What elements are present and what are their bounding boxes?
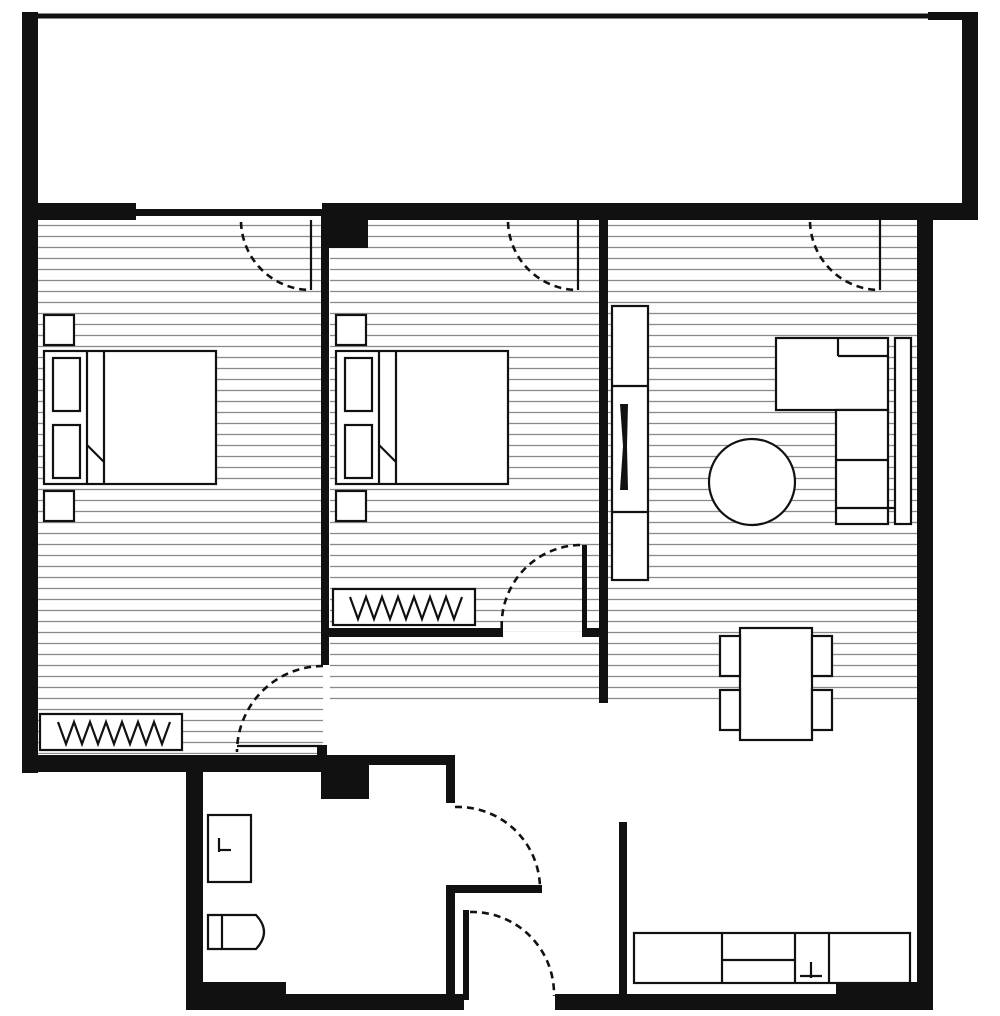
kitchen-bench: [632, 931, 912, 985]
bottom-wall-thick-right: [836, 982, 933, 1010]
closet-door-swing: [500, 543, 581, 633]
dining-chair-right-2: [810, 688, 834, 732]
dining-chair-left-2: [718, 688, 742, 732]
right-wall: [917, 203, 933, 1009]
balcony: [22, 12, 978, 218]
living-furniture: [610, 304, 913, 742]
hall-wall-stub: [317, 745, 327, 757]
laundry-door-jamb: [463, 910, 469, 1000]
living-door-swing: [808, 221, 881, 292]
toilet: [206, 913, 266, 951]
pillow-1b: [51, 423, 82, 480]
closet-partition-foot: [582, 628, 600, 637]
dining-chair-left-1: [718, 634, 742, 678]
closet-partition: [582, 545, 587, 637]
entry-jamb: [555, 994, 569, 1002]
bedroom-2-furniture: [331, 313, 510, 627]
bathroom-right-wall-upper: [446, 755, 455, 803]
vanity-basin: [206, 813, 253, 884]
pillow-1a: [51, 356, 82, 413]
bedside-table-top-2: [334, 313, 368, 347]
kitchen-fixtures: [632, 931, 912, 985]
bed-1-sheet-fold: [86, 444, 105, 463]
wardrobe-2: [331, 587, 477, 627]
kitchen-partition: [619, 822, 627, 994]
bedroom-2-bottom-wall: [329, 628, 503, 637]
bedroom-partition-wall: [321, 215, 329, 665]
dining-chair-right-1: [810, 634, 834, 678]
pillow-2b: [343, 423, 374, 480]
sliding-door-track: [136, 209, 322, 216]
laundry-ledge: [446, 885, 542, 893]
bedroom-2-door-swing: [506, 221, 579, 292]
bedroom-1-door-swing: [239, 221, 312, 292]
sofa-seat: [834, 408, 890, 526]
balcony-railing-end: [928, 12, 978, 20]
top-wall-left: [22, 203, 136, 220]
top-wall-right: [322, 203, 978, 220]
coffee-table: [707, 437, 797, 527]
structural-column-1: [322, 203, 368, 248]
television: [620, 404, 628, 490]
living-partition-wall: [599, 215, 608, 703]
bedside-table-bottom-2: [334, 489, 368, 523]
balcony-left-wall: [22, 12, 38, 212]
hall-floor-strip: [330, 636, 606, 700]
bedside-table-top-1: [42, 313, 76, 347]
balcony-right-wall: [962, 12, 978, 218]
bed-2-sheet-fold: [378, 444, 397, 463]
laundry-door-swing: [469, 910, 556, 997]
bedroom-1-floor: [37, 222, 323, 754]
bathroom-top-wall: [186, 755, 454, 765]
hall-door-swing: [235, 664, 324, 753]
dining-table: [738, 626, 814, 742]
wardrobe-2-hangers: [348, 593, 464, 623]
wardrobe-1-hangers: [56, 718, 172, 748]
pillow-2a: [343, 356, 374, 413]
bathroom-right-wall-lower: [446, 888, 455, 1010]
tv-unit: [610, 304, 650, 582]
structural-column-2: [321, 755, 369, 799]
bedroom-1-furniture: [38, 313, 218, 752]
bedside-table-bottom-1: [42, 489, 76, 523]
left-wall: [22, 203, 38, 773]
bathroom-fixtures: [206, 813, 266, 951]
sofa-chaise: [774, 336, 890, 412]
bathroom-door-swing: [454, 805, 542, 889]
doors: [235, 220, 882, 997]
bathroom-left-wall: [186, 755, 203, 1010]
sofa-back: [893, 336, 913, 526]
